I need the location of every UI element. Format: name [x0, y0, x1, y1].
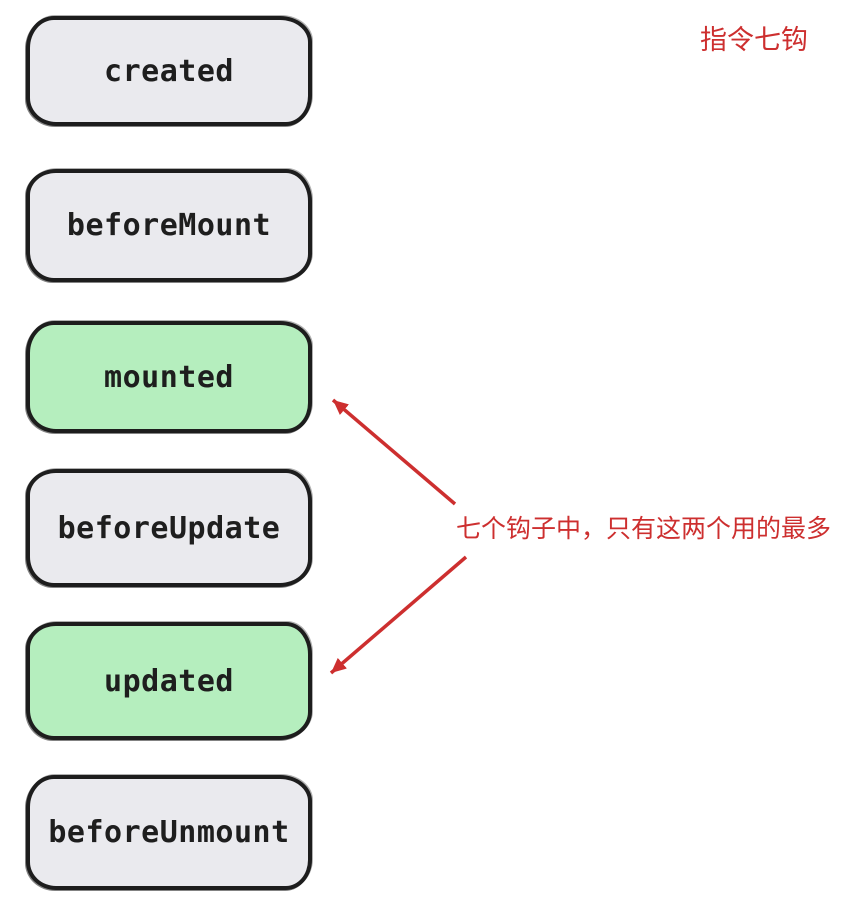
hook-box-updated: updated: [26, 622, 312, 740]
annotation-text: 七个钩子中，只有这两个用的最多: [456, 516, 832, 543]
arrow-to-updated: [329, 555, 468, 675]
hook-label-updated: updated: [104, 663, 234, 699]
hook-label-before-unmount: beforeUnmount: [48, 815, 290, 850]
hook-box-before-mount: beforeMount: [26, 169, 312, 282]
hook-label-before-update: beforeUpdate: [57, 510, 281, 546]
arrow-to-mounted: [331, 398, 457, 506]
hook-box-mounted: mounted: [26, 321, 312, 433]
hook-label-before-mount: beforeMount: [66, 208, 272, 243]
hook-label-created: created: [104, 53, 234, 89]
hook-box-created: created: [26, 16, 312, 126]
hook-box-before-unmount: beforeUnmount: [26, 775, 312, 890]
hook-label-mounted: mounted: [104, 359, 234, 395]
hook-box-before-update: beforeUpdate: [26, 469, 312, 587]
corner-note: 指令七钩: [700, 25, 808, 55]
